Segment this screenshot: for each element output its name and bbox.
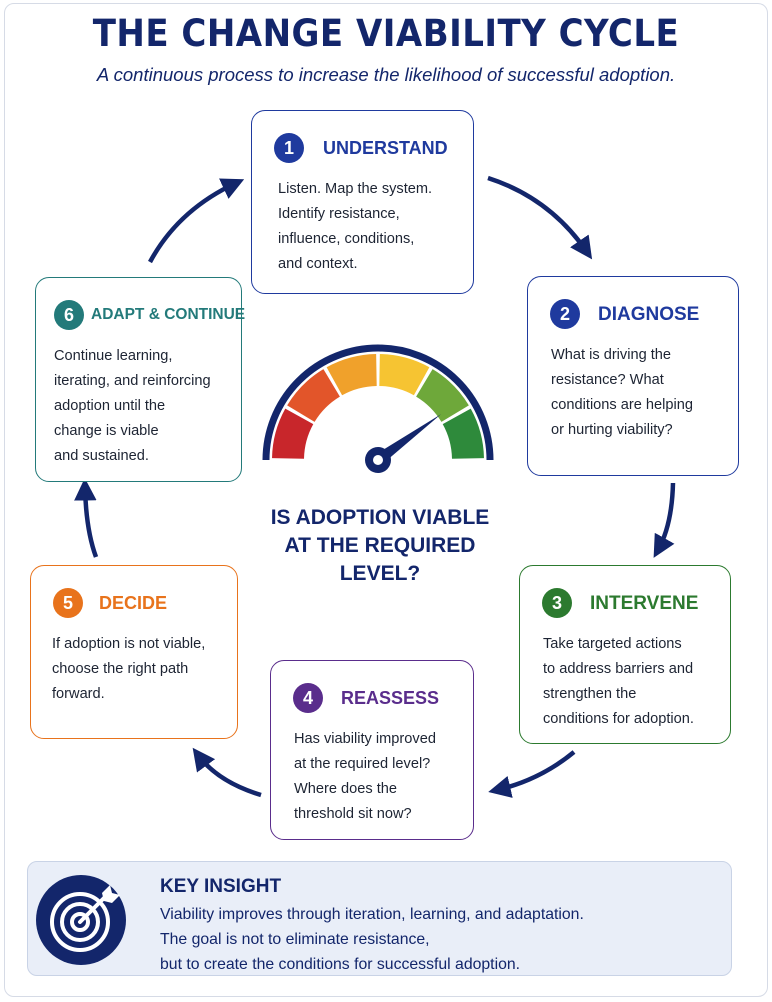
step-card-understand: 1 UNDERSTAND Listen. Map the system.Iden… [251,110,474,294]
target-icon [36,875,126,965]
step-number-badge: 6 [54,300,84,330]
arrow-4-to-5 [192,747,262,798]
step-description: Continue learning,iterating, and reinfor… [54,348,211,464]
key-insight-text: Viability improves through iteration, le… [160,906,584,973]
step-description: Listen. Map the system.Identify resistan… [278,181,433,272]
gauge-hub-center [373,455,383,465]
arrow-6-to-1 [148,178,245,264]
gauge-segment [326,354,377,396]
key-insight-panel: KEY INSIGHT Viability improves through i… [27,861,732,976]
step-card-decide: 5 DECIDE If adoption is not viable,choos… [30,565,238,739]
arrow-2-to-3 [653,482,676,558]
gauge-segment [379,354,430,396]
step-title: DIAGNOSE [598,304,700,325]
arrow-3-to-4 [488,750,576,798]
gauge-segment [416,369,469,422]
page-subtitle: A continuous process to increase the lik… [96,64,676,85]
page-title: THE CHANGE VIABILITY CYCLE [92,12,680,55]
step-title: INTERVENE [590,593,699,614]
gauge-needle [374,414,442,465]
step-title: REASSESS [341,688,440,708]
arrow-5-to-6 [74,478,99,558]
step-number-badge: 1 [274,133,304,163]
step-number-badge: 2 [550,299,580,329]
gauge-segment [272,408,314,459]
gauge-rim [262,344,494,461]
gauge-segment [442,408,484,459]
gauge-segment [287,369,340,422]
step-title: ADAPT & CONTINUE [91,306,246,323]
step-description: If adoption is not viable,choose the rig… [52,636,206,702]
key-insight-heading: KEY INSIGHT [160,876,282,897]
step-number-badge: 5 [53,588,83,618]
step-number-badge: 4 [293,683,323,713]
step-title: DECIDE [99,593,168,613]
arrow-1-to-2 [487,175,593,260]
step-card-adapt-continue: 6 ADAPT & CONTINUE Continue learning,ite… [35,277,246,482]
step-title: UNDERSTAND [323,138,448,158]
step-number-badge: 3 [542,588,572,618]
